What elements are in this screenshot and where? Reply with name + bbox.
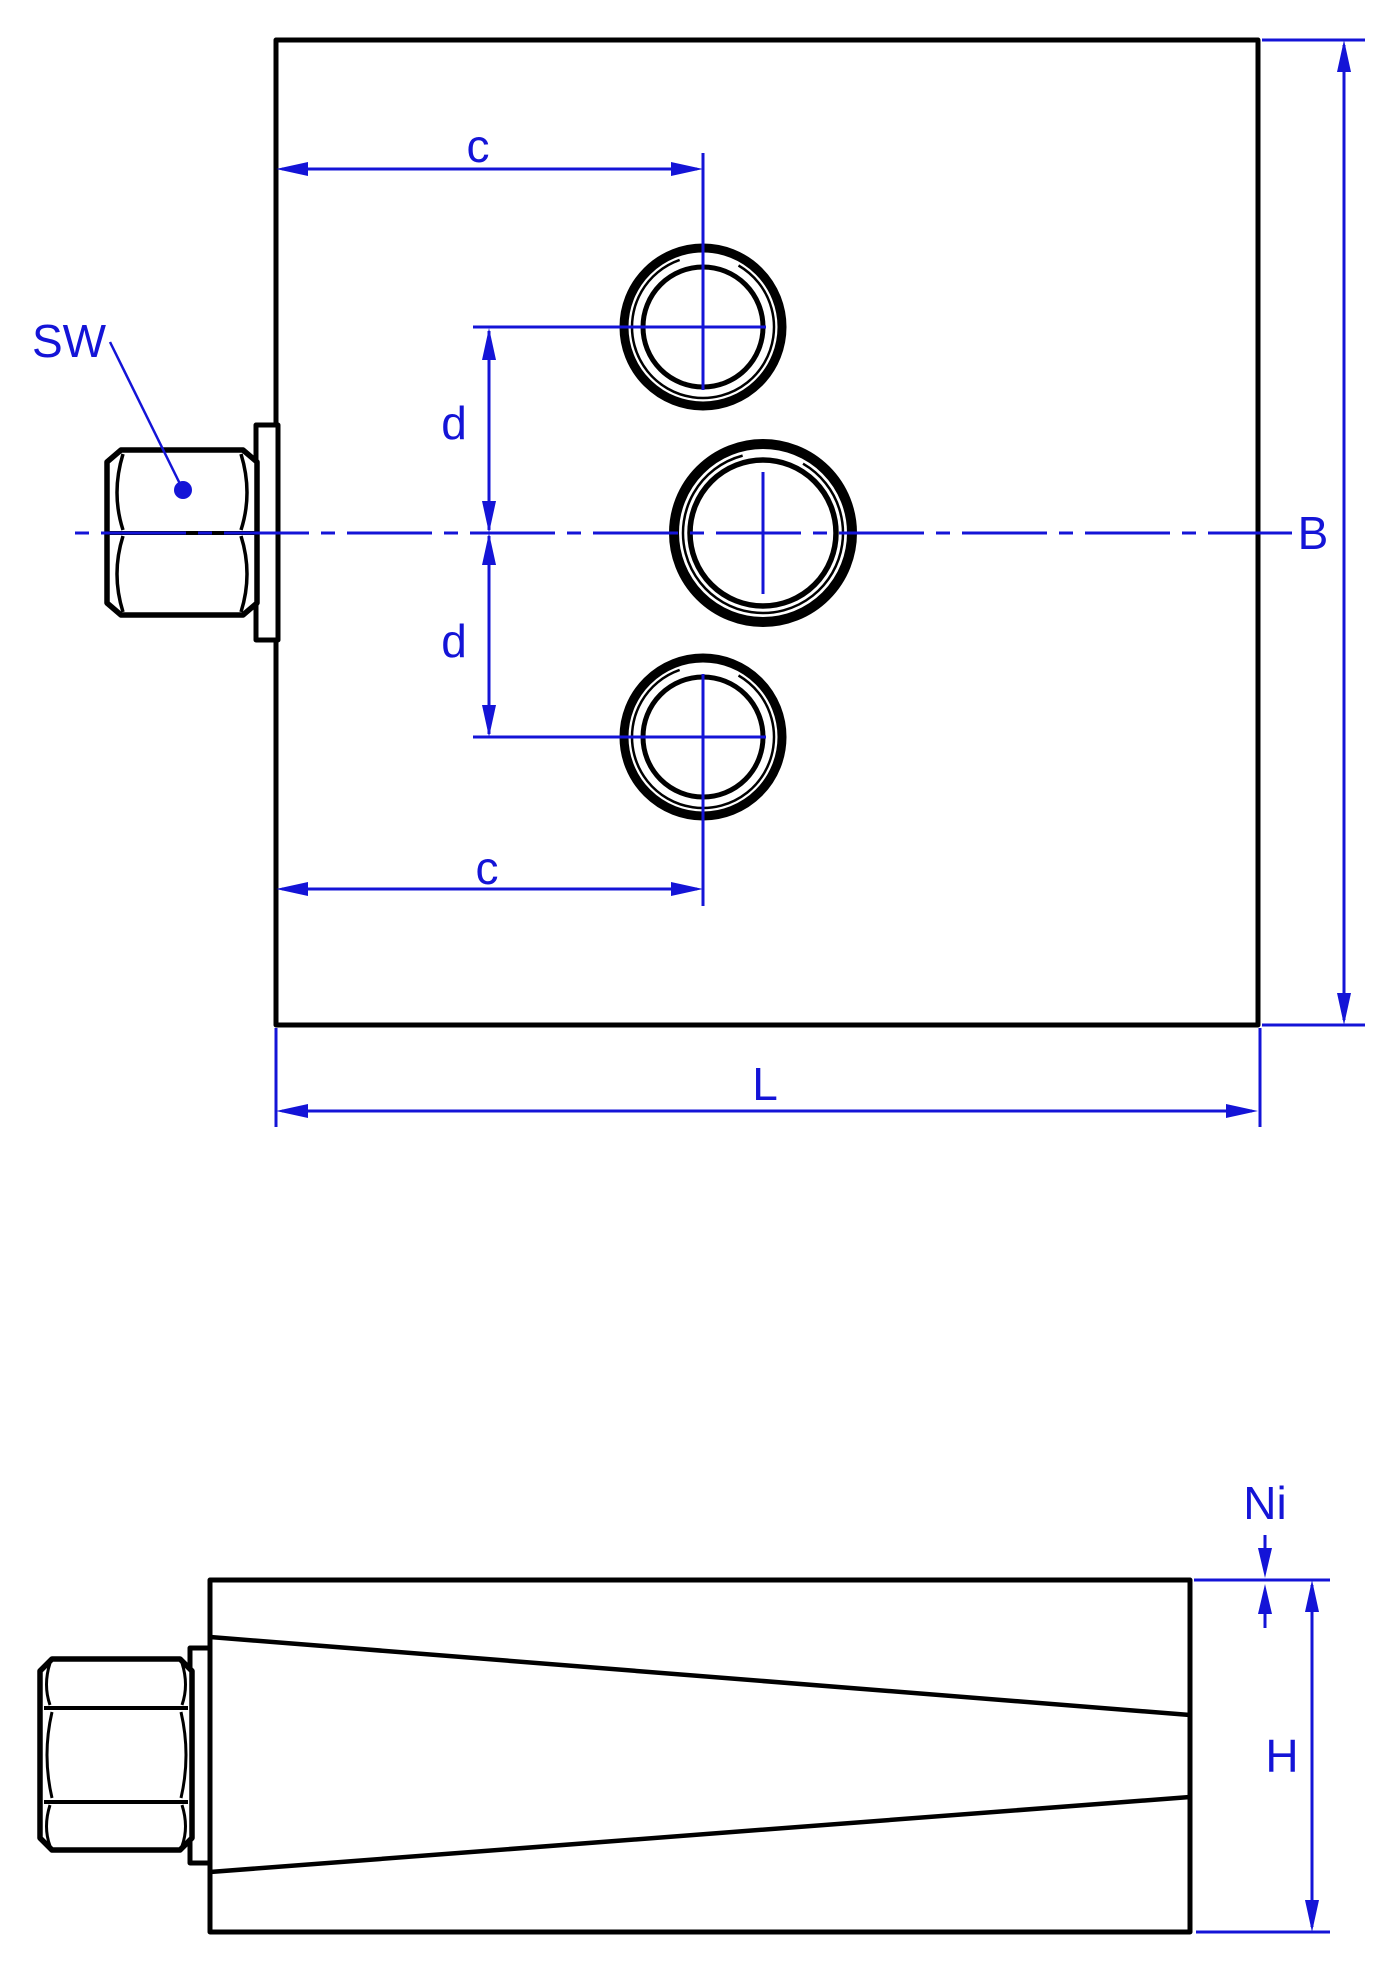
dimension-d-lower: d (441, 533, 496, 737)
arrowhead-right (1226, 1104, 1258, 1118)
arrowhead-up (1258, 1584, 1272, 1614)
top-view: c d d c B (32, 37, 1365, 1127)
dim-label-d-lower: d (441, 615, 467, 667)
arrowhead-top (482, 533, 496, 565)
dim-label-ni: Ni (1243, 1477, 1286, 1529)
arrowhead-left (276, 162, 308, 176)
port-cross-centerlines (473, 153, 766, 906)
dimension-l: L (274, 1028, 1262, 1127)
taper-lines (209, 1634, 1191, 1875)
dim-label-c-bottom: c (476, 842, 499, 894)
extension-lines (1262, 38, 1365, 1027)
arrowhead-left (276, 882, 308, 896)
dimension-ni: Ni (1243, 1477, 1287, 1628)
hex-fitting-side (37, 1656, 195, 1853)
arrowhead-top (482, 328, 496, 360)
extension-lines (274, 1028, 1262, 1127)
dim-label-l: L (752, 1058, 778, 1110)
arrowhead-right (671, 162, 703, 176)
dim-label-d-upper: d (441, 397, 467, 449)
hex-chamfer-arcs-side (45, 1662, 188, 1847)
arrowhead-down (1258, 1548, 1272, 1578)
arrowhead-bottom (482, 501, 496, 533)
dimension-b: B (1262, 38, 1365, 1027)
dimension-h: H (1265, 1580, 1319, 1932)
hex-chamfer-arcs (115, 453, 249, 613)
arrowhead-bottom (482, 705, 496, 737)
hex-flat-edges (44, 1706, 188, 1804)
dimension-c-top: c (276, 120, 703, 176)
arrowhead-bottom (1337, 993, 1351, 1025)
dimension-c-bottom: c (276, 842, 703, 896)
port-top-thread-arc (630, 254, 776, 400)
leader-line (108, 341, 185, 491)
label-sw: SW (32, 315, 107, 367)
side-extension-lines (1194, 1578, 1330, 1934)
dim-label-c-top: c (467, 120, 490, 172)
arrowhead-right (671, 882, 703, 896)
arrowhead-top (1337, 40, 1351, 72)
dim-label-h: H (1265, 1730, 1298, 1782)
arrowhead-bottom (1305, 1900, 1319, 1932)
dimension-d-upper: d (441, 328, 496, 533)
dim-label-b: B (1298, 507, 1329, 559)
port-middle-thread-arc (681, 451, 845, 615)
callout-sw: SW (32, 315, 192, 499)
leader-dot (174, 481, 192, 499)
port-bottom-thread-arc (630, 664, 776, 810)
arrowhead-top (1305, 1580, 1319, 1612)
side-view: Ni H (37, 1477, 1330, 1935)
arrowhead-left (276, 1104, 308, 1118)
block-outline-side-view (207, 1577, 1193, 1935)
hex-outline-side (37, 1656, 195, 1853)
